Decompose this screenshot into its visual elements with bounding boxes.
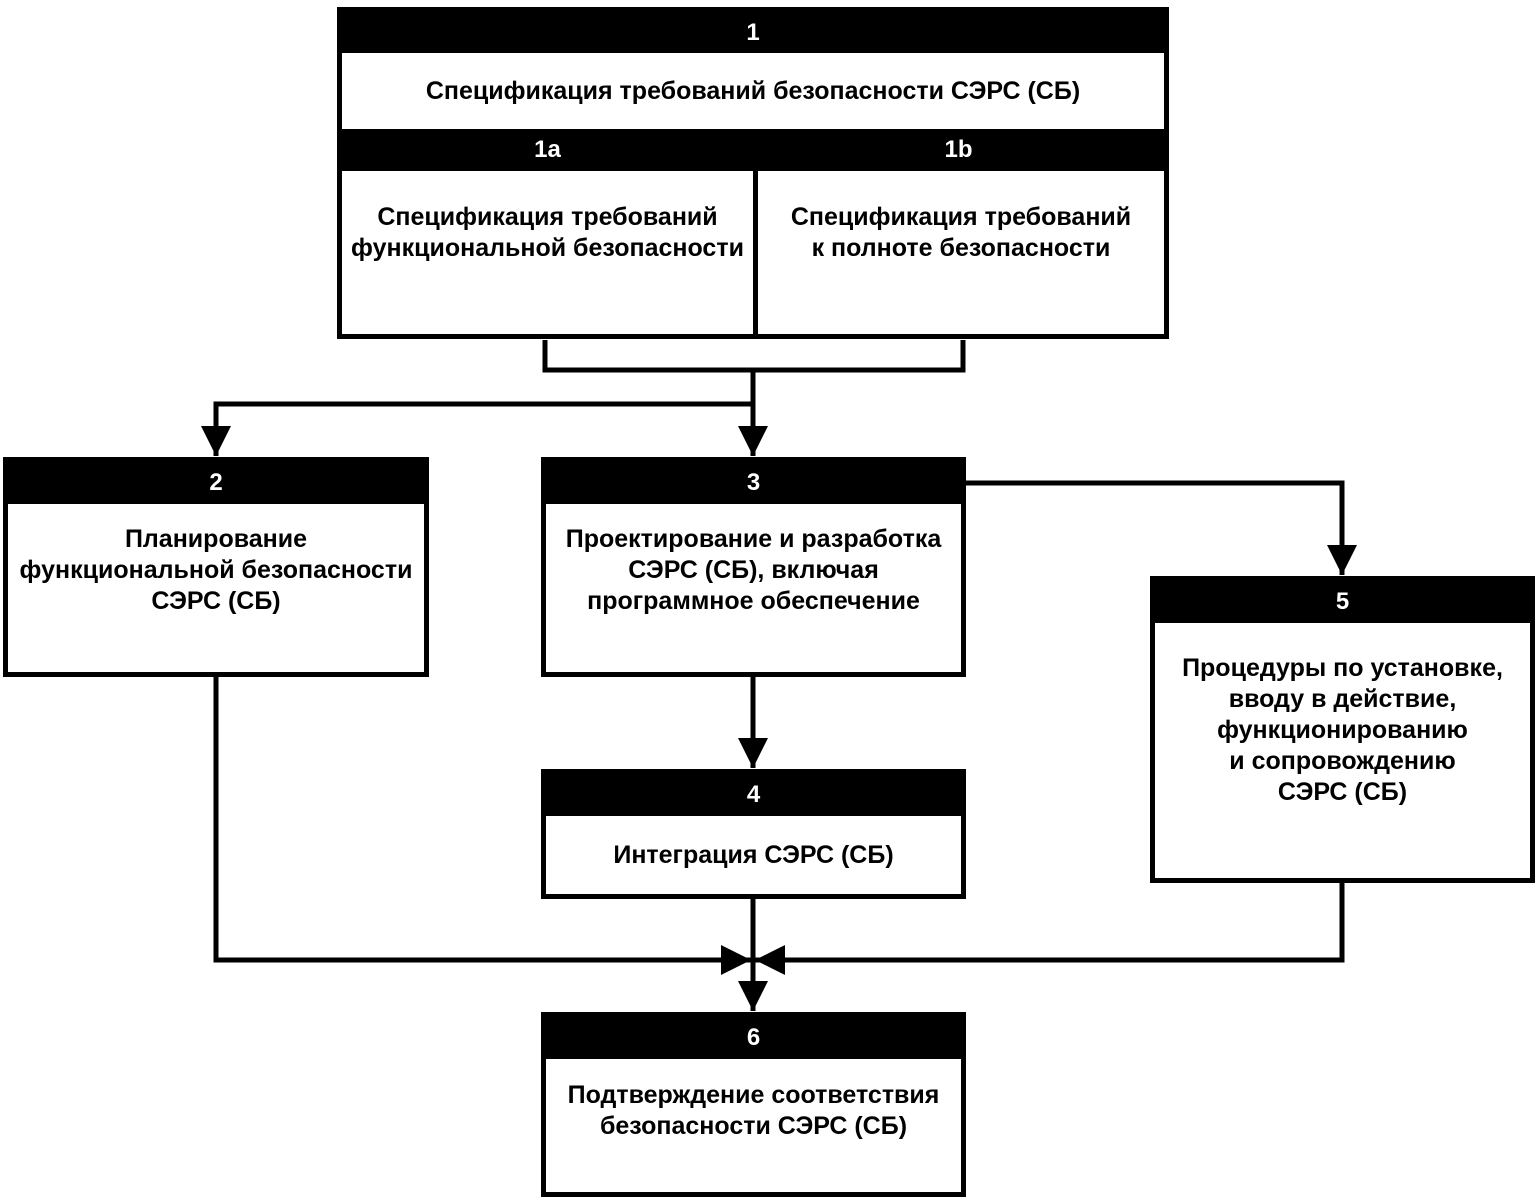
box-6-text: Подтверждение соответствия безопасности … bbox=[567, 1080, 940, 1140]
box-2-number: 2 bbox=[8, 462, 424, 504]
box-1-split-divider bbox=[753, 171, 758, 334]
box-1a-text: Спецификация требований функциональной б… bbox=[351, 202, 744, 262]
box-1b-number: 1b bbox=[753, 129, 1164, 171]
box-2: 2 Планирование функциональной безопаснос… bbox=[3, 457, 429, 677]
box-5-number: 5 bbox=[1155, 581, 1530, 623]
flow-2-to-6 bbox=[213, 676, 751, 975]
box-4: 4 Интеграция СЭРС (СБ) bbox=[541, 769, 966, 899]
box-5: 5 Процедуры по установке, вводу в действ… bbox=[1150, 576, 1535, 883]
flow-5-to-6 bbox=[755, 882, 1345, 975]
box-2-text: Планирование функциональной безопасности… bbox=[19, 524, 413, 615]
bracket-1a-1b bbox=[542, 340, 966, 373]
box-5-text: Процедуры по установке, вводу в действие… bbox=[1182, 654, 1503, 806]
flow-1-to-2 bbox=[201, 401, 753, 456]
box-3-number: 3 bbox=[546, 462, 961, 504]
box-3: 3 Проектирование и разработка СЭРС (СБ),… bbox=[541, 457, 966, 677]
box-1-number: 1 bbox=[342, 12, 1164, 53]
box-6-number: 6 bbox=[546, 1017, 961, 1059]
box-1-title: Спецификация требований безопасности СЭР… bbox=[425, 76, 1081, 105]
box-4-text: Интеграция СЭРС (СБ) bbox=[613, 840, 894, 869]
box-1a-number: 1a bbox=[342, 129, 753, 171]
flow-3-to-5 bbox=[965, 480, 1357, 575]
box-1: 1 Спецификация требований безопасности С… bbox=[337, 7, 1169, 339]
box-4-number: 4 bbox=[546, 774, 961, 816]
box-6: 6 Подтверждение соответствия безопасност… bbox=[541, 1012, 966, 1197]
box-1b-text: Спецификация требований к полноте безопа… bbox=[790, 202, 1132, 262]
box-3-text: Проектирование и разработка СЭРС (СБ), в… bbox=[565, 524, 942, 615]
